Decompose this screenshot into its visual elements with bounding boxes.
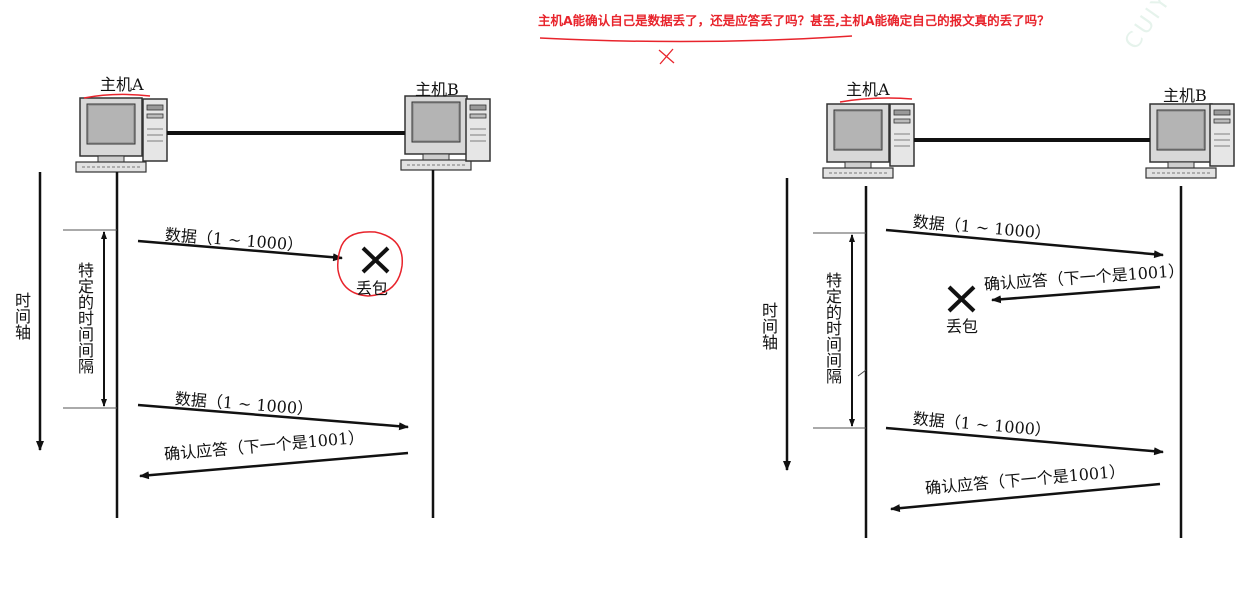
right-host-a-label: 主机A xyxy=(846,80,890,99)
left-msg1-data-arrow xyxy=(137,239,343,262)
left-msg3-ack-arrow xyxy=(139,451,409,480)
left-host-a-label: 主机A xyxy=(100,75,144,94)
left-interval-label: 特定的时间间隔 xyxy=(75,262,94,374)
right-diagram xyxy=(783,97,1235,538)
annotation-red-cross-icon xyxy=(658,48,675,65)
left-loss-red-circle xyxy=(337,231,403,297)
annotation-question: 主机A能确认自己是数据丢了，还是应答丢了吗？甚至,主机A能确定自己的报文真的丢了… xyxy=(538,13,1050,28)
right-host-a-computer-icon xyxy=(822,103,915,179)
left-time-axis-label: 时间轴 xyxy=(12,292,31,340)
left-msg2-data-arrow xyxy=(137,403,409,431)
right-loss-x-icon xyxy=(947,285,976,313)
left-host-b-label: 主机B xyxy=(415,80,459,99)
left-loss-label: 丢包 xyxy=(356,279,389,298)
right-loss-label: 丢包 xyxy=(946,317,979,336)
left-host-a-underline xyxy=(83,93,151,99)
right-host-a-underline xyxy=(839,97,913,103)
right-msg3-data-arrow xyxy=(885,426,1164,456)
right-interval-mark xyxy=(857,369,867,377)
annotation-red-underline xyxy=(539,35,853,43)
right-time-axis-label: 时间轴 xyxy=(759,302,778,350)
right-msg1-data-arrow xyxy=(885,228,1164,259)
left-host-b-computer-icon xyxy=(400,95,491,171)
right-interval-label: 特定的时间间隔 xyxy=(823,272,842,384)
right-host-b-computer-icon xyxy=(1145,103,1235,179)
left-diagram xyxy=(36,93,491,518)
right-msg4-ack-arrow xyxy=(890,482,1161,513)
right-msg2-ack-arrow xyxy=(991,285,1161,304)
right-host-b-label: 主机B xyxy=(1163,86,1207,105)
left-host-a-computer-icon xyxy=(75,97,168,173)
left-loss-x-icon xyxy=(361,246,390,274)
